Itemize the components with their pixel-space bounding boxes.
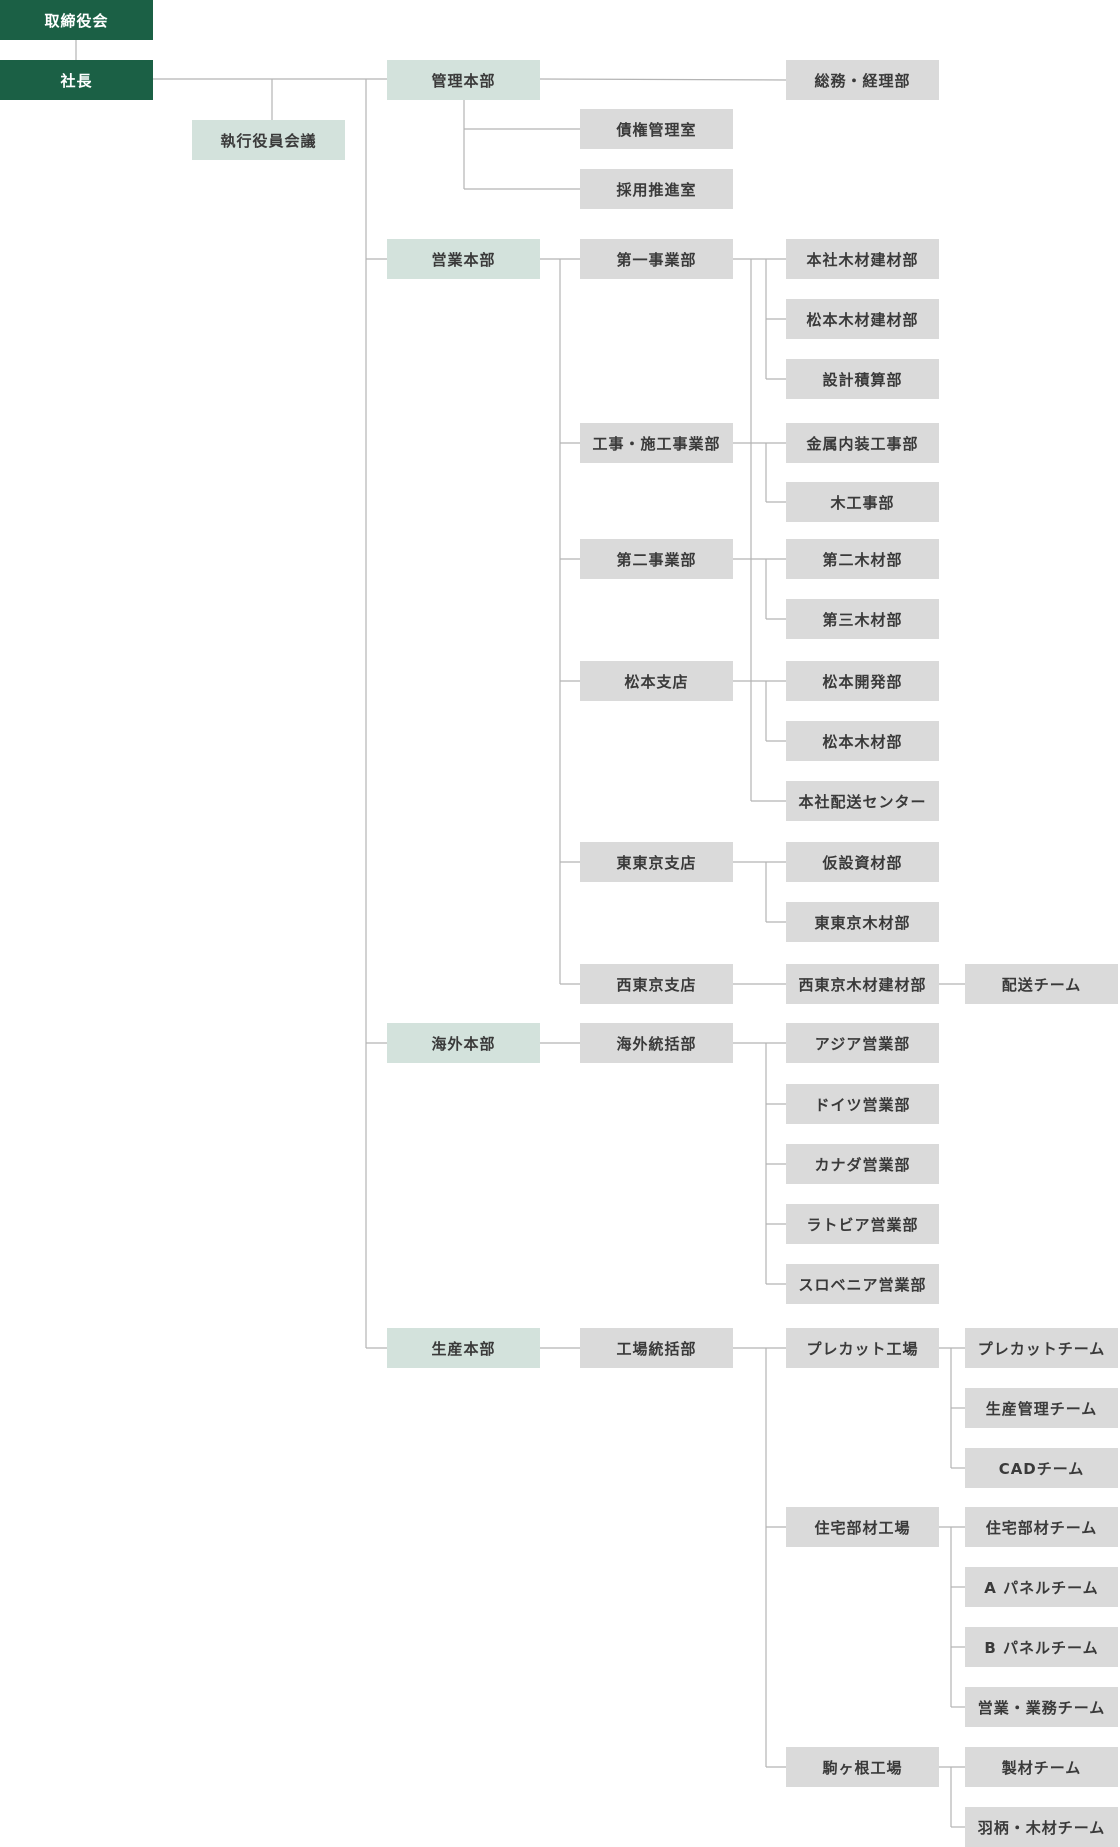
admin-sub-box: 総務・経理部 [786,60,939,100]
overseas-dept-box: スロベニア営業部 [786,1264,939,1304]
sales-dept-box: 本社木材建材部 [786,239,939,279]
factory-team-box: 生産管理チーム [965,1388,1118,1428]
factory-box: 駒ヶ根工場 [786,1747,939,1787]
delivery-team-box: 配送チーム [965,964,1118,1004]
factory-team-box: 製材チーム [965,1747,1118,1787]
overseas-dept-box: カナダ営業部 [786,1144,939,1184]
sales-dept-box: 金属内装工事部 [786,423,939,463]
distribution-center-box: 本社配送センター [786,781,939,821]
admin-division-box: 管理本部 [387,60,540,100]
sales-unit-box: 第一事業部 [580,239,733,279]
president-box: 社長 [0,60,153,100]
factory-team-box: CADチーム [965,1448,1118,1488]
factory-team-box: 住宅部材チーム [965,1507,1118,1547]
board-box: 取締役会 [0,0,153,40]
sales-division-box: 営業本部 [387,239,540,279]
admin-sub-box: 債権管理室 [580,109,733,149]
sales-unit-box: 東東京支店 [580,842,733,882]
sales-unit-box: 第二事業部 [580,539,733,579]
sales-dept-box: 第三木材部 [786,599,939,639]
sales-dept-box: 木工事部 [786,482,939,522]
factory-team-box: 営業・業務チーム [965,1687,1118,1727]
sales-dept-box: 東東京木材部 [786,902,939,942]
factory-box: 住宅部材工場 [786,1507,939,1547]
sales-dept-box: 松本木材部 [786,721,939,761]
factory-box: プレカット工場 [786,1328,939,1368]
sales-dept-box: 第二木材部 [786,539,939,579]
overseas-division-box: 海外本部 [387,1023,540,1063]
sales-dept-box: 松本開発部 [786,661,939,701]
production-division-box: 生産本部 [387,1328,540,1368]
sales-unit-box: 松本支店 [580,661,733,701]
sales-dept-box: 設計積算部 [786,359,939,399]
overseas-dept-box: ラトビア営業部 [786,1204,939,1244]
overseas-dept-box: ドイツ営業部 [786,1084,939,1124]
factory-team-box: プレカットチーム [965,1328,1118,1368]
sales-dept-box: 西東京木材建材部 [786,964,939,1004]
sales-dept-box: 仮設資材部 [786,842,939,882]
overseas-dept-box: アジア営業部 [786,1023,939,1063]
factory-team-box: B パネルチーム [965,1627,1118,1667]
sales-unit-box: 工事・施工事業部 [580,423,733,463]
overseas-unit-box: 海外統括部 [580,1023,733,1063]
factory-team-box: 羽柄・木材チーム [965,1807,1118,1847]
sales-unit-box: 西東京支店 [580,964,733,1004]
executive-committee-box: 執行役員会議 [192,120,345,160]
sales-dept-box: 松本木材建材部 [786,299,939,339]
admin-sub-box: 採用推進室 [580,169,733,209]
production-unit-box: 工場統括部 [580,1328,733,1368]
factory-team-box: A パネルチーム [965,1567,1118,1607]
